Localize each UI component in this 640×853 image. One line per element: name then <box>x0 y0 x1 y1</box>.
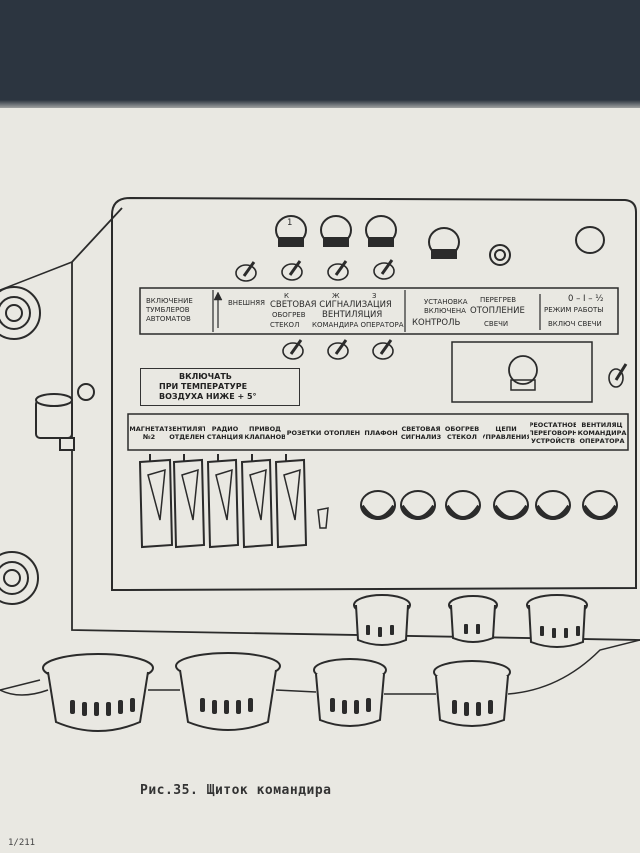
switch-label-light-signal: СВЕТОВАЯ СИГНАЛИЗ <box>401 425 441 441</box>
lever-switches <box>138 454 329 549</box>
strip-commander-operator: КОМАНДИРА ОПЕРАТОРА <box>312 321 404 329</box>
wiring-left <box>0 261 73 691</box>
top-toggle-row <box>235 259 395 282</box>
middle-toggle-row <box>282 339 628 388</box>
strip-mode-values: 0 – I – ½ <box>568 294 604 304</box>
strip-light-signal: СВЕТОВАЯ СИГНАЛИЗАЦИЯ <box>270 300 392 310</box>
switch-label-fan: ВЕНТИЛЯТ ОТДЕЛЕН <box>169 425 205 441</box>
mode-knob <box>575 226 605 254</box>
indicator-lamp <box>489 244 511 266</box>
strip-ventilation: ВЕНТИЛЯЦИЯ <box>322 310 383 320</box>
knob-number: 1 <box>287 218 293 228</box>
strip-control: КОНТРОЛЬ <box>412 318 461 328</box>
strip-main-line-3: АВТОМАТОВ <box>146 315 191 323</box>
switch-label-radio: РАДИО СТАНЦИЯ <box>206 425 244 441</box>
switch-label-operator-fan: ВЕНТИЛЯЦ КОМАНДИРА ОПЕРАТОРА <box>577 421 627 445</box>
strip-setup-line-1: УСТАНОВКА <box>424 298 468 306</box>
switch-label-intercom: РЕОСТАТНОЕ ПЕРЕГОВОРН УСТРОЙСТВ <box>530 421 576 445</box>
strip-overheat: ПЕРЕГРЕВ <box>480 296 517 304</box>
figure-caption: Рис.35. Щиток командира <box>140 783 332 798</box>
strip-defrost: ОБОГРЕВ <box>272 311 306 319</box>
strip-heating: ОТОПЛЕНИЕ <box>470 306 525 316</box>
wiring <box>0 639 640 696</box>
knob-4 <box>428 227 460 259</box>
panel-outline <box>111 196 637 592</box>
knob-3 <box>365 215 397 247</box>
upper-bottom-connectors <box>353 594 588 648</box>
label-strip <box>139 287 619 335</box>
switch-label-magnetat: МАГНЕТАТ №2 <box>130 425 168 441</box>
round-buttons <box>360 490 618 520</box>
enclosure-outline <box>71 262 640 641</box>
switch-label-sockets: РОЗЕТКИ <box>286 429 322 437</box>
switch-label-control-circuits: ЦЕПИ УПРАВЛЕНИЯ <box>483 425 529 441</box>
strip-glass: СТЕКОЛ <box>270 321 300 329</box>
temperature-line-2: ПРИ ТЕМПЕРАТУРЕ <box>159 382 248 391</box>
strip-candle-on: ВКЛЮЧ СВЕЧИ <box>548 320 602 328</box>
knob-1 <box>275 215 307 247</box>
switch-label-ceiling-light: ПЛАФОН <box>364 429 398 437</box>
lower-connectors <box>42 652 511 732</box>
enclosure-top <box>71 207 123 263</box>
connector-pins <box>70 624 580 716</box>
strip-letter-k: К <box>284 292 289 300</box>
strip-letter-zh: Ж <box>332 292 340 300</box>
strip-external: ВНЕШНЯЯ <box>228 299 265 307</box>
strip-main-line-2: ТУМБЛЕРОВ <box>146 306 190 314</box>
switch-label-heating: ОТОПЛЕН <box>323 429 361 437</box>
strip-mode: РЕЖИМ РАБОТЫ <box>544 306 604 314</box>
temperature-line-1: ВКЛЮЧАТЬ <box>179 372 232 381</box>
indicator-window <box>451 341 593 403</box>
knob-2 <box>320 215 352 247</box>
side-connectors <box>0 286 95 605</box>
strip-setup-line-2: ВКЛЮЧЕНА <box>424 307 466 315</box>
switch-label-glass-heating: ОБОГРЕВ СТЕКОЛ <box>444 425 480 441</box>
page-fragment-text: 1/211 <box>8 838 36 848</box>
strip-main-line-1: ВКЛЮЧЕНИЕ <box>146 297 193 305</box>
temperature-line-3: ВОЗДУХА НИЖЕ + 5° <box>159 392 257 401</box>
switch-label-strip <box>127 413 629 451</box>
strip-candles: СВЕЧИ <box>484 320 509 328</box>
strip-letter-z: З <box>372 292 377 300</box>
switch-label-valve-drive: ПРИВОД КЛАПАНОВ <box>245 425 285 441</box>
temperature-note: ВКЛЮЧАТЬ ПРИ ТЕМПЕРАТУРЕ ВОЗДУХА НИЖЕ + … <box>140 368 300 406</box>
